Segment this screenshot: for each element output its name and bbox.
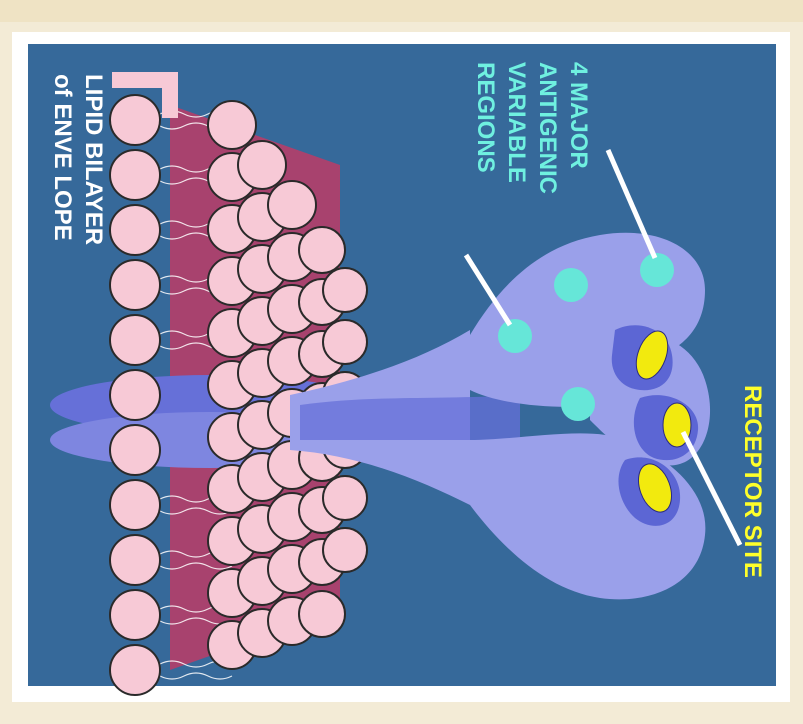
lipid-head bbox=[110, 425, 160, 475]
lipid-head bbox=[238, 141, 286, 189]
lipid-head bbox=[323, 320, 367, 364]
antigenic-region-1 bbox=[640, 253, 674, 287]
protein-stalk-groove bbox=[300, 395, 520, 440]
antigenic-label-line4: REGIONS bbox=[472, 62, 499, 173]
lipid-head bbox=[299, 227, 345, 273]
lipid-head bbox=[110, 205, 160, 255]
lipid-head bbox=[268, 181, 316, 229]
lipid-head bbox=[323, 476, 367, 520]
antigenic-label-line1: 4 MAJOR bbox=[565, 62, 592, 169]
lipid-head bbox=[323, 268, 367, 312]
lipid-head bbox=[110, 590, 160, 640]
lipid-head bbox=[110, 645, 160, 695]
receptor-site-label: RECEPTOR SITE bbox=[739, 385, 766, 578]
antigenic-label-line3: VARIABLE bbox=[503, 62, 530, 183]
antigenic-region-2 bbox=[554, 268, 588, 302]
lipid-head bbox=[110, 95, 160, 145]
lipid-head bbox=[110, 150, 160, 200]
lipid-head bbox=[110, 315, 160, 365]
lipid-head bbox=[110, 480, 160, 530]
lipid-label-line2: of ENVE LOPE bbox=[49, 74, 76, 241]
lipid-label-line1: LIPID BILAYER bbox=[80, 74, 107, 245]
antigenic-region-4 bbox=[561, 387, 595, 421]
lipid-head bbox=[208, 101, 256, 149]
lipid-head bbox=[299, 591, 345, 637]
lipid-head bbox=[110, 260, 160, 310]
lipid-head bbox=[323, 528, 367, 572]
lipid-heads-outer-layer bbox=[110, 95, 160, 695]
antigenic-region-3 bbox=[498, 319, 532, 353]
lipid-head bbox=[110, 535, 160, 585]
antigenic-label-line2: ANTIGENIC bbox=[534, 62, 561, 194]
lipid-head bbox=[110, 370, 160, 420]
